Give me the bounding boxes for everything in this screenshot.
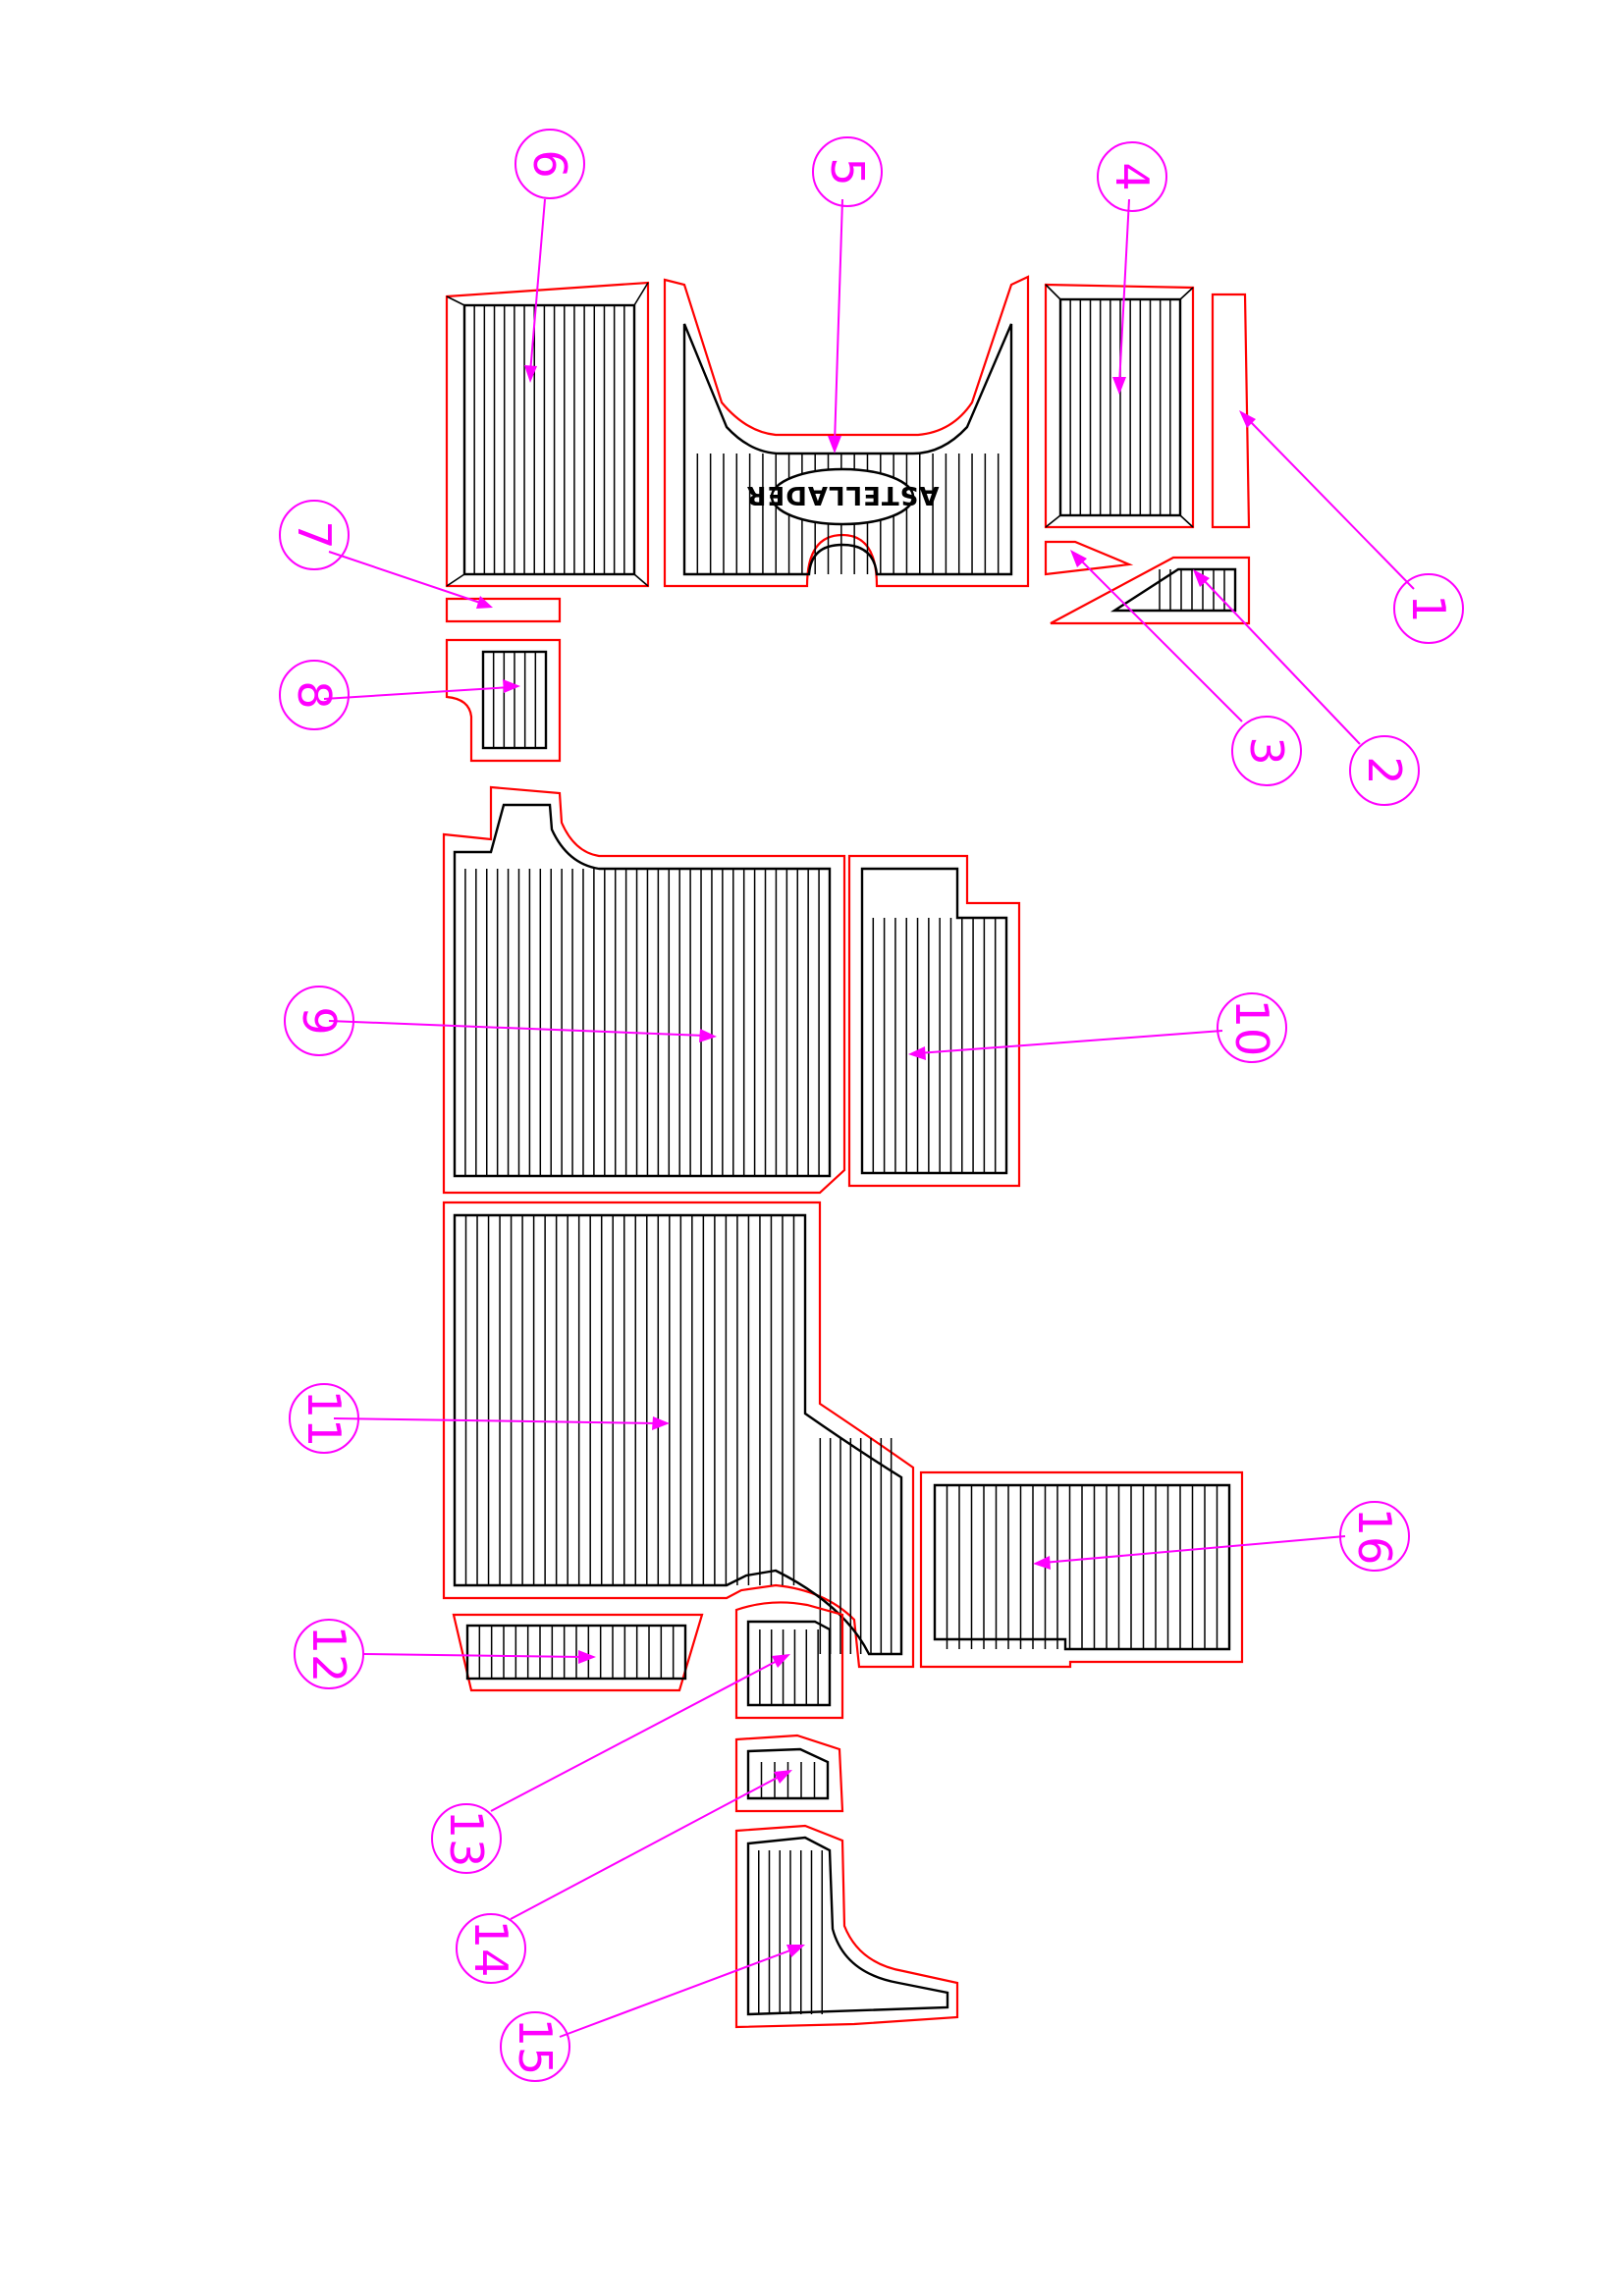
callout-12: 12 xyxy=(294,1619,364,1689)
piece-8-grooves xyxy=(492,652,537,748)
pad-piece-13 xyxy=(734,1601,844,1720)
piece-13-grooves xyxy=(759,1629,819,1705)
callout-16: 16 xyxy=(1339,1501,1410,1572)
svg-text:1: 1 xyxy=(1402,594,1455,622)
piece-16-grooves xyxy=(946,1485,1218,1649)
callout-15: 15 xyxy=(500,2011,570,2082)
svg-text:6: 6 xyxy=(523,149,576,178)
logo-badge: ASTELLADER xyxy=(746,467,940,526)
svg-text:12: 12 xyxy=(302,1626,355,1683)
pad-piece-5: ASTELLADER xyxy=(663,275,1030,588)
pad-piece-8 xyxy=(445,638,562,763)
svg-text:16: 16 xyxy=(1348,1508,1401,1566)
piece-9-grooves xyxy=(464,869,820,1176)
callout-7: 7 xyxy=(279,500,350,570)
pad-piece-1 xyxy=(1211,293,1251,529)
callout-10: 10 xyxy=(1217,992,1287,1063)
svg-text:4: 4 xyxy=(1106,162,1159,190)
callout-bubbles: 6 5 4 1 2 3 7 8 xyxy=(279,129,1464,2082)
callout-1: 1 xyxy=(1393,573,1464,644)
svg-text:2: 2 xyxy=(1358,756,1411,784)
pad-piece-9 xyxy=(442,785,846,1195)
callout-2: 2 xyxy=(1349,735,1420,806)
svg-text:13: 13 xyxy=(440,1810,493,1868)
pad-piece-11 xyxy=(442,1201,915,1669)
pad-piece-12 xyxy=(452,1613,704,1692)
pad-piece-10 xyxy=(847,854,1021,1188)
pad-piece-15 xyxy=(734,1824,959,2029)
svg-text:10: 10 xyxy=(1225,999,1278,1057)
callout-6: 6 xyxy=(514,129,585,199)
piece-6-grooves xyxy=(473,305,625,574)
piece-15-grooves xyxy=(758,1850,823,2014)
callout-3: 3 xyxy=(1231,716,1302,786)
svg-text:7: 7 xyxy=(288,520,341,549)
callout-9: 9 xyxy=(284,986,354,1056)
piece-14-grooves xyxy=(760,1762,816,1798)
logo-text: ASTELLADER xyxy=(746,480,940,509)
svg-text:5: 5 xyxy=(821,157,874,186)
pad-piece-14 xyxy=(734,1734,844,1813)
piece-12-grooves xyxy=(478,1626,675,1679)
callout-4: 4 xyxy=(1097,141,1167,212)
pad-piece-4 xyxy=(1044,283,1195,529)
svg-text:15: 15 xyxy=(509,2018,562,2076)
callout-13: 13 xyxy=(431,1803,502,1874)
svg-text:9: 9 xyxy=(293,1006,346,1035)
pad-piece-7 xyxy=(445,597,562,623)
pad-piece-16 xyxy=(919,1470,1244,1669)
piece-10-grooves xyxy=(872,918,997,1173)
callout-14: 14 xyxy=(456,1913,526,1984)
pad-piece-3 xyxy=(1044,540,1134,576)
svg-text:11: 11 xyxy=(298,1390,351,1448)
pad-piece-2 xyxy=(1050,556,1251,625)
callout-8: 8 xyxy=(279,660,350,730)
svg-text:8: 8 xyxy=(288,680,341,709)
pad-piece-6 xyxy=(445,281,650,588)
callout-11: 11 xyxy=(289,1383,359,1454)
piece-11-grooves xyxy=(464,1215,795,1585)
svg-text:3: 3 xyxy=(1240,736,1293,765)
piece-4-grooves xyxy=(1069,299,1171,515)
callout-leaders xyxy=(323,198,1415,2038)
callout-5: 5 xyxy=(812,136,883,207)
svg-text:14: 14 xyxy=(464,1920,517,1978)
piece-11-side-grooves xyxy=(819,1438,893,1654)
